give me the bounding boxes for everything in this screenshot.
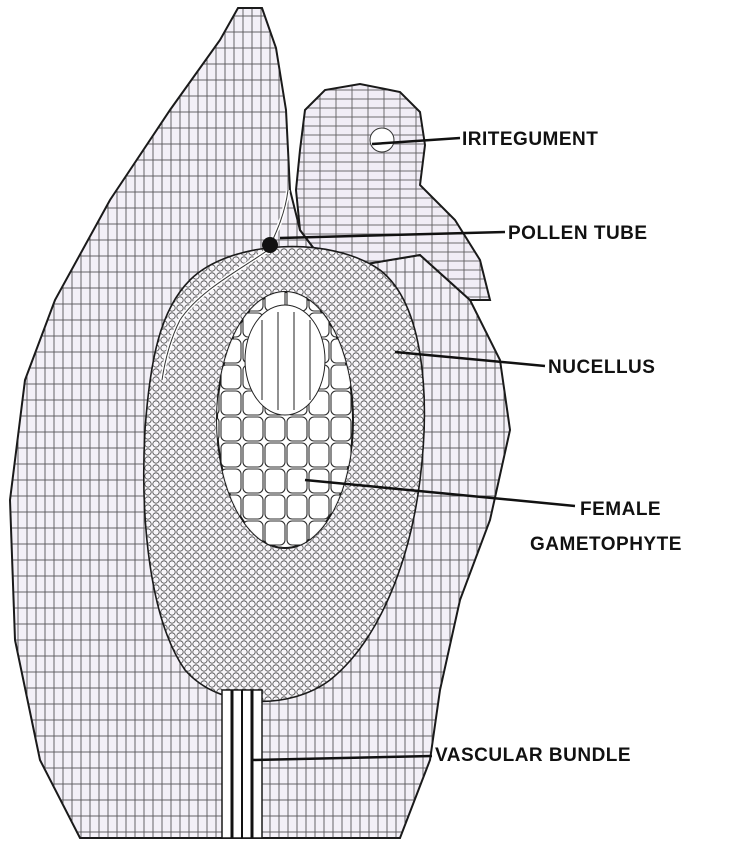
label-female-gametophyte-line1: FEMALE xyxy=(580,498,661,522)
label-female-gametophyte-line2: GAMETOPHYTE xyxy=(530,533,682,557)
label-integument: IRITEGUMENT xyxy=(462,128,598,152)
label-pollen-tube: POLLEN TUBE xyxy=(508,222,648,246)
label-vascular-bundle: VASCULAR BUNDLE xyxy=(435,744,631,768)
label-nucellus: NUCELLUS xyxy=(548,356,655,380)
